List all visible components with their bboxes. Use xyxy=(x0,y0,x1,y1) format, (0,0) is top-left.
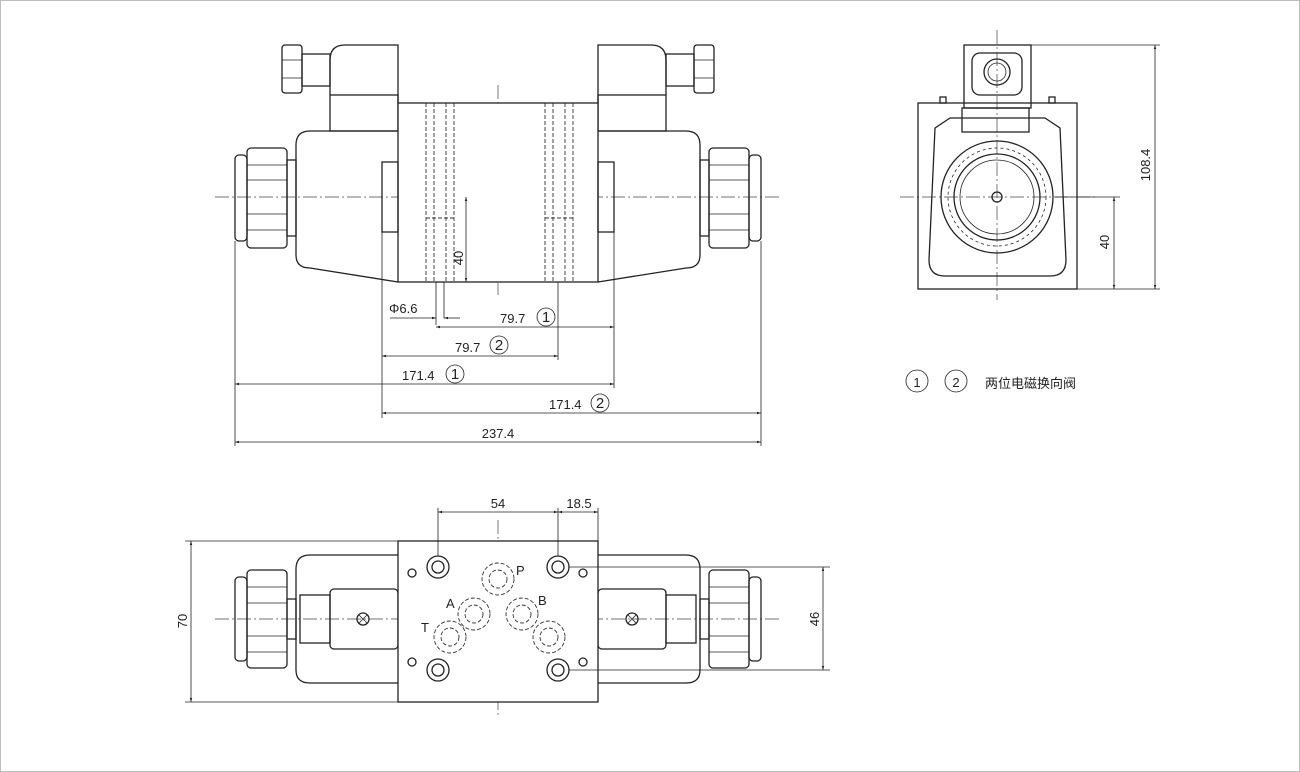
marker-1: 1 xyxy=(451,366,459,383)
dim-237-4: 237.4 xyxy=(482,426,515,441)
port-a-label: A xyxy=(446,596,455,611)
dim-phi-6-6: Φ6.6 xyxy=(389,301,417,316)
legend: 1 2 两位电磁换向阀 xyxy=(905,369,1076,393)
marker-2: 2 xyxy=(495,337,503,354)
dim-40-side: 40 xyxy=(1097,235,1112,249)
dim-171-4-1: 171.4 xyxy=(402,368,435,383)
bottom-view: P A B T 54 18.5 70 46 xyxy=(175,496,830,715)
port-p-label: P xyxy=(516,563,525,578)
dim-40-front: 40 xyxy=(451,251,466,265)
port-t-label: T xyxy=(421,620,429,635)
dim-171-4-2: 171.4 xyxy=(549,397,582,412)
dim-18-5: 18.5 xyxy=(566,496,591,511)
dim-79-7-1: 79.7 xyxy=(500,311,525,326)
legend-marker-1: 1 xyxy=(913,375,920,390)
marker-2: 2 xyxy=(596,395,604,412)
front-view: 40 Φ6.6 79.7 1 79.7 2 171.4 1 171.4 2 23… xyxy=(215,44,780,446)
dim-79-7-2: 79.7 xyxy=(455,340,480,355)
side-view: 108.4 40 xyxy=(900,30,1160,300)
dim-108-4: 108.4 xyxy=(1138,149,1153,182)
legend-marker-2: 2 xyxy=(952,375,959,390)
dim-54: 54 xyxy=(491,496,505,511)
legend-text: 两位电磁换向阀 xyxy=(985,376,1076,391)
port-b-label: B xyxy=(538,593,547,608)
marker-1: 1 xyxy=(542,309,550,326)
dim-46: 46 xyxy=(807,612,822,626)
dim-70: 70 xyxy=(175,614,190,628)
